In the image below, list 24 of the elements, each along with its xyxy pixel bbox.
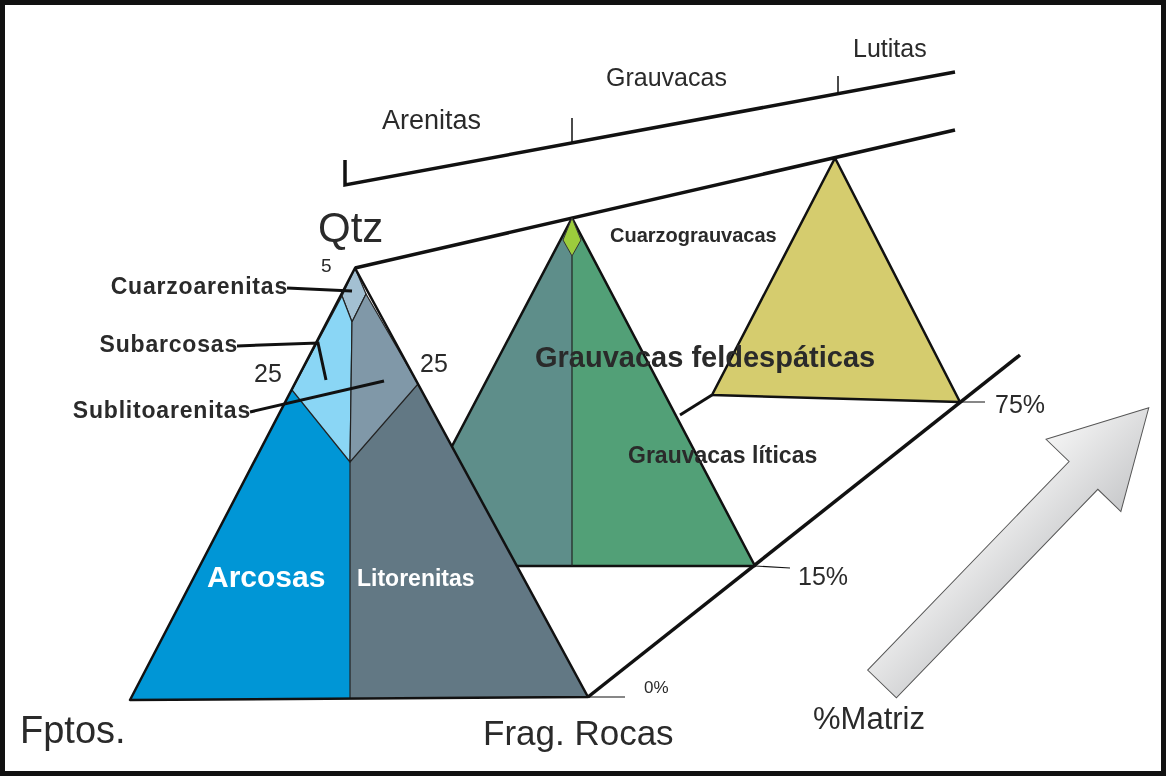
leader-line	[249, 379, 385, 414]
rock-field-region	[349, 293, 419, 463]
scale-label: Grauvacas	[606, 64, 727, 92]
leader-line	[236, 341, 328, 381]
scale-label: Lutitas	[853, 35, 927, 63]
region-label: Litorenitas	[357, 566, 475, 592]
apex-label: Qtz	[318, 205, 384, 252]
scale-label: Arenitas	[382, 106, 482, 136]
percent-label: 75%	[995, 391, 1046, 419]
apex-label: Fptos.	[20, 710, 126, 752]
percent-label: 25	[420, 350, 448, 378]
rock-type-label: Cuarzoarenitas	[110, 274, 288, 300]
percent-label: 15%	[798, 563, 849, 591]
rock-field-region	[291, 295, 353, 463]
percent-label: 5	[321, 256, 332, 277]
leader-line	[286, 286, 353, 293]
percent-label: 25	[254, 360, 282, 388]
region-label: Cuarzograuvacas	[610, 224, 777, 246]
region-label: Arcosas	[207, 560, 326, 593]
percent-label: 0%	[644, 679, 669, 698]
apex-label: Frag. Rocas	[483, 714, 674, 753]
rock-type-label: Sublitoarenitas	[72, 398, 251, 424]
axis-label: %Matriz	[813, 702, 925, 737]
rock-type-label: Subarcosas	[99, 332, 238, 358]
